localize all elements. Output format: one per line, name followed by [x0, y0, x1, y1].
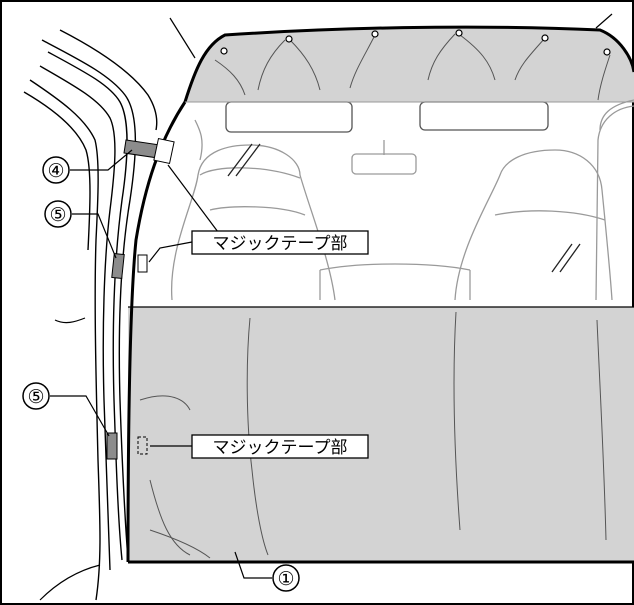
callout-part-5-lower: ⑤ — [22, 382, 50, 410]
velcro-patch-lower — [137, 436, 148, 455]
curtain-hooks — [220, 29, 611, 56]
part-5-upper-patch — [111, 252, 125, 280]
velcro-label-lower-text: マジックテープ部 — [213, 438, 348, 458]
upper-curtain-folds — [214, 33, 611, 101]
left-sun-visor — [225, 101, 353, 133]
velcro-label-upper: マジックテープ部 — [191, 230, 369, 255]
callout-part-1-label: ① — [277, 568, 294, 590]
callout-part-1: ① — [272, 564, 300, 592]
upper-curtain — [185, 27, 634, 103]
leader-part-5-upper — [72, 213, 117, 259]
leader-part-1 — [234, 551, 272, 579]
callout-part-4-label: ④ — [47, 160, 64, 182]
right-seat — [454, 149, 613, 301]
cab-interior — [170, 99, 634, 301]
callout-part-4: ④ — [42, 156, 70, 184]
velcro-patch-upper — [137, 254, 148, 273]
callout-part-5-upper: ⑤ — [44, 200, 72, 228]
part-5-lower-patch — [106, 432, 118, 460]
rear-view-mirror — [351, 153, 417, 175]
curtain-folds — [139, 311, 607, 559]
leader-part-5-lower — [50, 395, 110, 437]
right-sun-visor — [419, 101, 549, 131]
velcro-label-lower: マジックテープ部 — [191, 434, 369, 459]
velcro-tab-upper-visual — [153, 137, 175, 165]
callout-part-5-lower-label: ⑤ — [27, 386, 44, 408]
leader-velcro-upper — [148, 241, 193, 263]
door-frame — [23, 29, 158, 601]
left-seat — [170, 144, 336, 301]
leader-part-4 — [70, 149, 133, 171]
velcro-label-upper-text: マジックテープ部 — [213, 234, 348, 254]
callout-part-5-upper-label: ⑤ — [49, 204, 66, 226]
